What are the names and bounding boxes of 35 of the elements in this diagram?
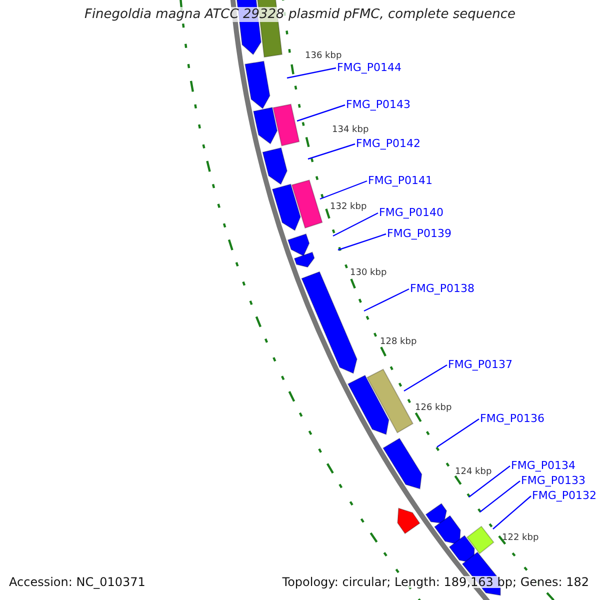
leader-line [468,466,510,498]
scale-label: 132 kbp [330,203,367,212]
gene-label: FMG_P0143 [346,99,410,110]
accession-text: Accession: NC_010371 [9,576,146,588]
leader-line [296,104,346,122]
gene-label: FMG_P0140 [379,207,444,218]
gene-label: FMG_P0134 [511,460,576,471]
scale-label: 136 kbp [305,52,342,61]
gene-label: FMG_P0132 [532,490,596,501]
scale-label: 130 kbp [350,269,387,278]
gene-label: FMG_P0138 [410,283,474,294]
scale-label: 128 kbp [380,338,417,347]
leader-line [436,418,480,448]
leader-line [492,496,532,530]
gene-label: FMG_P0144 [337,62,402,73]
leader-line [286,67,336,79]
leader-line [332,212,378,237]
gene-label: FMG_P0137 [448,359,512,370]
scale-label: 126 kbp [415,404,452,413]
leader-line [364,288,410,312]
gene-label: FMG_P0141 [368,175,432,186]
scale-label: 122 kbp [502,534,539,543]
gene-label: FMG_P0139 [387,228,452,239]
leader-line [308,143,356,160]
leader-line [404,364,448,392]
gene-label: FMG_P0136 [480,413,544,424]
scale-label: 134 kbp [332,126,369,135]
map-title: Finegoldia magna ATCC 29328 plasmid pFMC, complete sequence [84,7,516,22]
leader-line [480,480,520,512]
gene-label: FMG_P0142 [356,138,420,149]
summary-text: Topology: circular; Length: 189,163 bp; Genes: 182 [282,576,589,588]
scale-label: 124 kbp [455,468,492,477]
leader-line [338,233,386,251]
leader-line [320,180,368,200]
gene-label: FMG_P0133 [521,475,586,486]
